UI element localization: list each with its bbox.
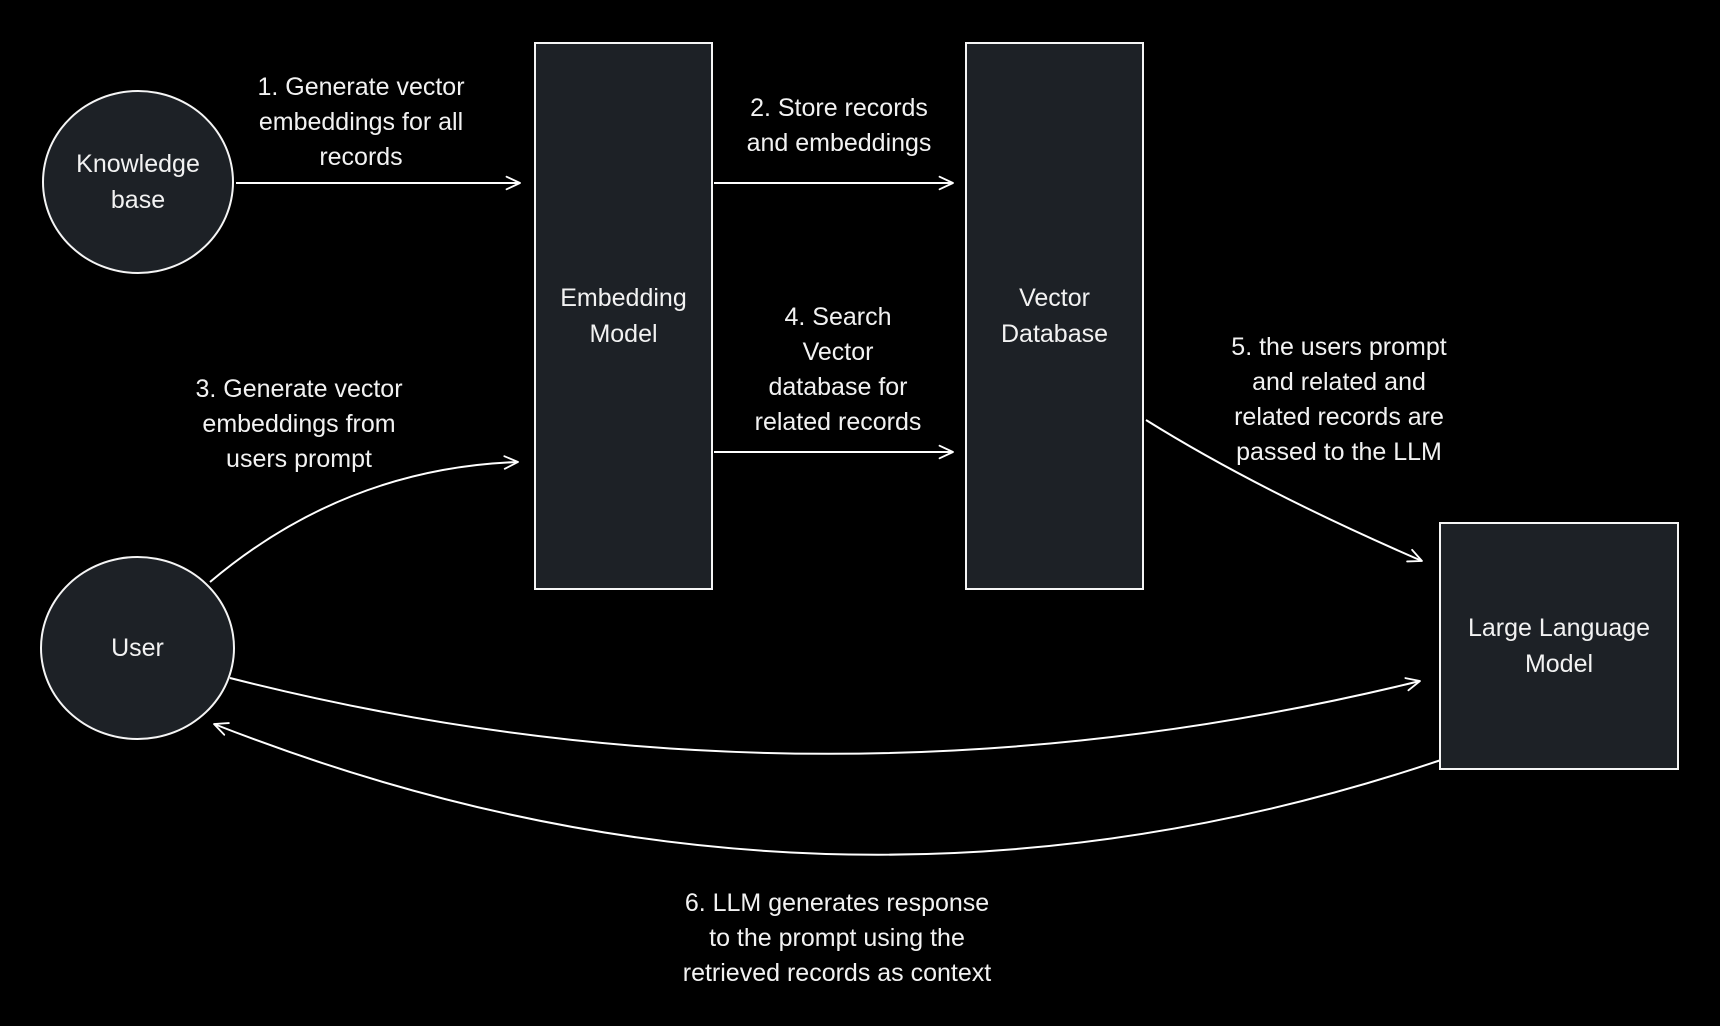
node-vector-database: Vector Database <box>965 42 1144 590</box>
edge-label-step3: 3. Generate vector embeddings from users… <box>195 375 403 473</box>
edge-label-step6: 6. LLM generates response to the prompt … <box>682 889 992 987</box>
node-vector-database-label: Vector Database <box>1000 284 1109 348</box>
edge-label-step1: 1. Generate vector embeddings for all re… <box>257 73 465 171</box>
arrow-user-prompt-to-llm <box>229 677 1421 755</box>
edge-label-step5: 5. the users prompt and related and rela… <box>1231 333 1447 466</box>
node-knowledge-base-label: Knowledge base <box>76 150 200 214</box>
edge-label-step2: 2. Store records and embeddings <box>746 94 932 157</box>
node-embedding-model-label: Embedding Model <box>560 284 687 348</box>
node-large-language-model: Large Language Model <box>1439 522 1679 770</box>
arrow-step5-vectordb-to-llm <box>1145 419 1423 563</box>
node-embedding-model: Embedding Model <box>534 42 713 590</box>
node-knowledge-base: Knowledge base <box>42 90 234 274</box>
edge-label-step4: 4. Search Vector database for related re… <box>754 303 922 436</box>
node-large-language-model-label: Large Language Model <box>1467 614 1651 678</box>
arrow-step3-user-to-embedding <box>209 455 519 583</box>
arrow-step6-llm-to-user <box>213 722 1442 856</box>
node-user-label: User <box>111 634 164 662</box>
node-user: User <box>40 556 235 740</box>
